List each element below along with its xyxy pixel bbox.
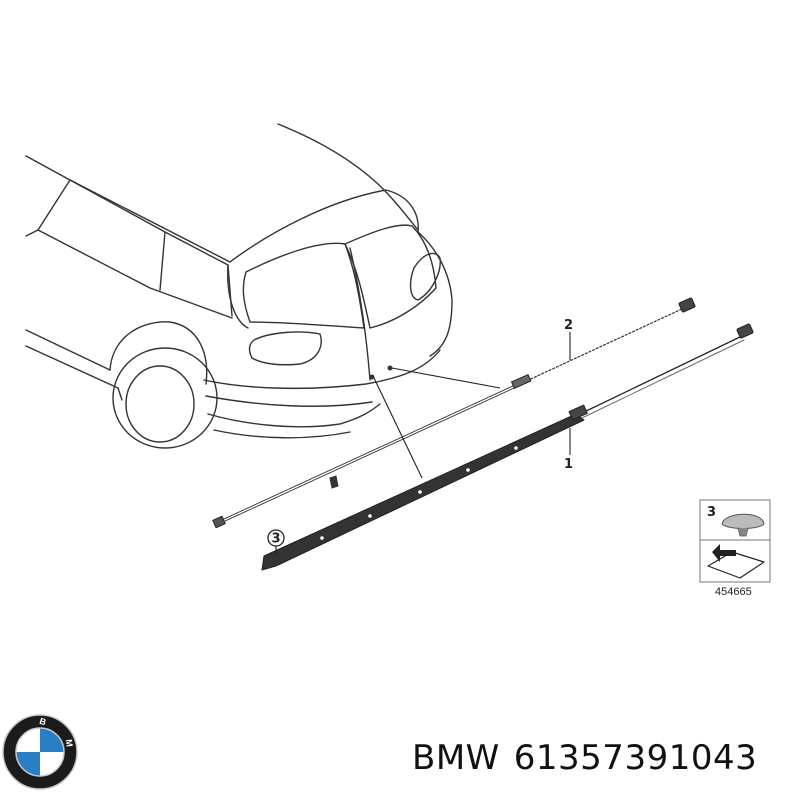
car-rear-outline	[25, 123, 453, 449]
push-clip-icon	[721, 513, 765, 529]
diagram-number: 454665	[715, 586, 752, 598]
leader-lines	[275, 332, 571, 556]
legend-callout-3: 3	[707, 505, 716, 520]
bmw-logo: B M W	[0, 0, 78, 790]
part-number: 61357391043	[513, 738, 758, 778]
part-1-antenna-strip	[261, 323, 754, 571]
callout-3: 3	[271, 532, 280, 547]
install-arrow-icon	[707, 544, 765, 579]
svg-text:B M W: B M W	[0, 0, 76, 758]
callout-3-marker: 3	[267, 529, 285, 547]
part-2-cable	[212, 297, 696, 529]
brand-name: BMW	[412, 738, 500, 778]
legend-box: 3	[699, 499, 771, 583]
part-title: BMW 61357391043	[412, 738, 771, 778]
callout-2: 2	[564, 318, 573, 333]
callout-1: 1	[564, 457, 573, 472]
